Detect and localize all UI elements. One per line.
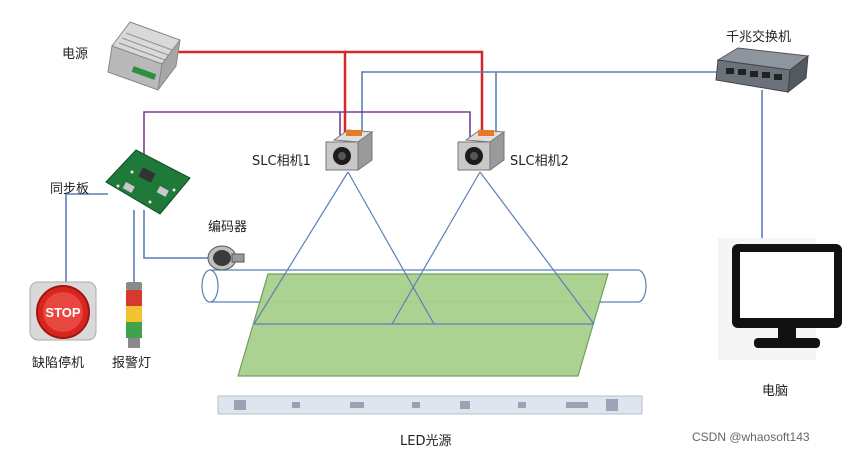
stop-button-text: STOP bbox=[45, 305, 80, 320]
inspection-web bbox=[238, 274, 608, 376]
label-power-supply: 电源 bbox=[62, 43, 88, 62]
label-slc-camera-1: SLC相机1 bbox=[252, 150, 311, 169]
label-led-light: LED光源 bbox=[400, 430, 451, 449]
slc-camera-2-icon bbox=[458, 130, 504, 170]
led-light-bar-icon bbox=[218, 396, 642, 414]
data-wire-switch-camera1 bbox=[362, 72, 720, 138]
label-gigabit-switch: 千兆交换机 bbox=[726, 26, 791, 45]
power-wires bbox=[170, 52, 482, 138]
label-computer: 电脑 bbox=[762, 380, 788, 399]
alarm-light-icon bbox=[126, 282, 142, 348]
power-wire-to-camera2 bbox=[170, 52, 482, 138]
label-encoder: 编码器 bbox=[208, 216, 247, 235]
wire-sync-encoder bbox=[144, 210, 210, 258]
encoder-icon bbox=[208, 246, 244, 270]
label-defect-stop: 缺陷停机 bbox=[32, 352, 84, 371]
label-slc-camera-2: SLC相机2 bbox=[510, 150, 569, 169]
power-supply-icon bbox=[108, 22, 180, 90]
watermark: CSDN @whaosoft143 bbox=[692, 430, 810, 444]
wire-sync-stop bbox=[66, 194, 108, 290]
label-sync-board: 同步板 bbox=[50, 178, 89, 197]
computer-icon bbox=[718, 238, 842, 360]
gigabit-switch-icon bbox=[716, 48, 808, 92]
label-alarm-light: 报警灯 bbox=[112, 352, 151, 371]
slc-camera-1-icon bbox=[326, 130, 372, 170]
sync-board-icon bbox=[106, 150, 190, 214]
